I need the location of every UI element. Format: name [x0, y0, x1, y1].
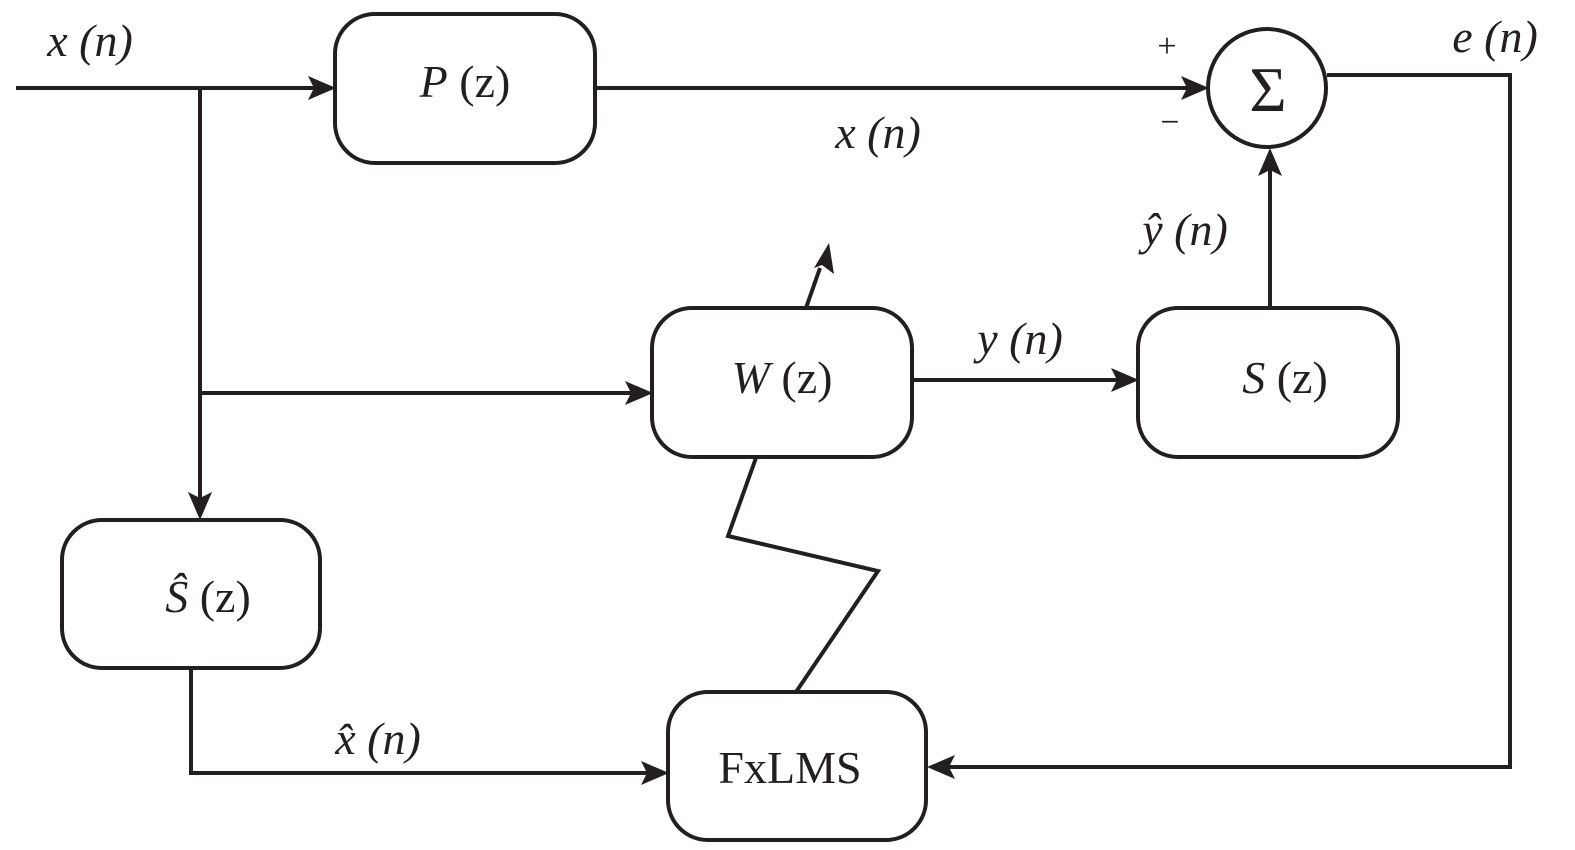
block-s: S (z) — [1136, 306, 1400, 459]
block-s-label: S (z) — [1242, 352, 1328, 403]
arrowhead-to-sum — [1181, 76, 1209, 100]
block-s-hat: Ŝ (z) — [60, 518, 322, 670]
block-fxlms: FxLMS — [666, 690, 928, 842]
block-w-label: W (z) — [732, 352, 833, 403]
signal-label-input: x (n) — [46, 15, 133, 66]
signal-label-primary-out: x (n) — [834, 107, 921, 158]
signal-label-y: y (n) — [973, 313, 1063, 364]
summing-junction: Σ — [1206, 27, 1328, 149]
adaptation-arrowhead — [814, 243, 834, 274]
block-fxlms-label: FxLMS — [718, 742, 861, 793]
signal-label-y-hat: ŷ (n) — [1138, 204, 1228, 255]
block-p: P (z) — [333, 12, 597, 165]
minus-sign: − — [1160, 104, 1179, 141]
plus-sign: + — [1157, 28, 1176, 65]
adaptation-arrow-line — [804, 267, 822, 309]
signal-label-x-hat: x̂ (n) — [334, 713, 421, 764]
block-p-label: P (z) — [419, 56, 511, 107]
signal-label-error: e (n) — [1452, 11, 1538, 62]
arrowhead-to-s-hat — [188, 492, 212, 520]
error-feedback-line — [948, 73, 1512, 769]
arrowhead-to-w — [625, 381, 653, 405]
arrowhead-to-fxlms-right — [927, 755, 955, 779]
weight-update-zigzag — [725, 454, 882, 694]
block-w: W (z) — [650, 306, 914, 459]
filtered-ref-line — [189, 668, 648, 775]
sigma-symbol: Σ — [1249, 54, 1286, 125]
arrowhead-to-p — [308, 76, 336, 100]
arrowhead-to-fxlms-left — [641, 761, 669, 785]
arrowhead-to-sum-bottom — [1258, 148, 1282, 176]
block-s-hat-label: Ŝ (z) — [165, 571, 251, 622]
arrowhead-to-s — [1111, 368, 1139, 392]
